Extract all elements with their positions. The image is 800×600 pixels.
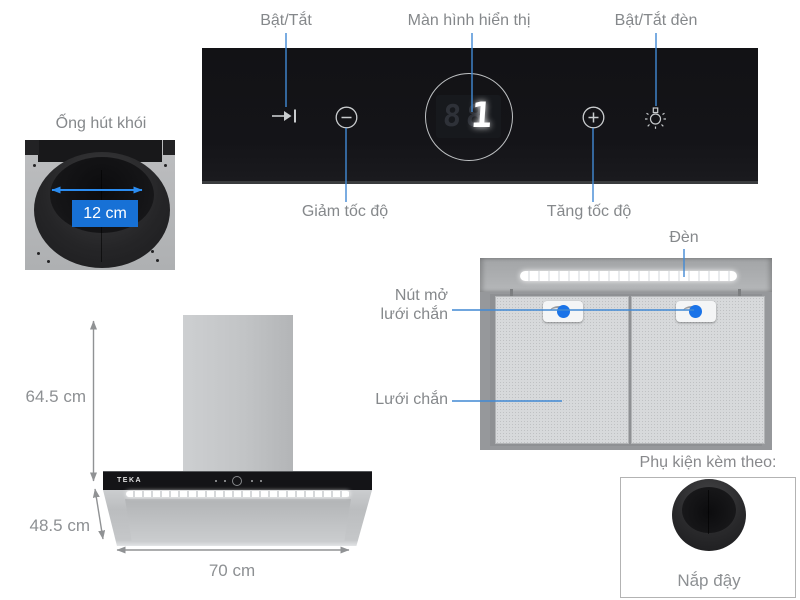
hood-chimney bbox=[183, 315, 293, 491]
filter-underside-photo bbox=[480, 258, 772, 450]
duct-bracket-right bbox=[163, 140, 175, 155]
hood-body bbox=[103, 490, 372, 546]
screw bbox=[156, 259, 159, 262]
plus-icon bbox=[582, 106, 605, 129]
strip-dot bbox=[251, 480, 253, 482]
minus-icon bbox=[335, 106, 358, 129]
label-mesh-filter: Lưới chắn bbox=[375, 391, 448, 408]
screw bbox=[33, 164, 36, 167]
cover-cap-seam bbox=[708, 490, 709, 534]
duct-mounting-bracket bbox=[38, 140, 162, 162]
label-light-toggle: Bật/Tắt đèn bbox=[614, 12, 698, 29]
display-value: 1 bbox=[469, 96, 494, 136]
hood-light-strip bbox=[126, 491, 350, 497]
label-increase-speed: Tăng tốc độ bbox=[546, 203, 632, 220]
accessory-item-label: Nắp đậy bbox=[677, 571, 741, 590]
filter-hook bbox=[738, 289, 741, 296]
label-display-screen: Màn hình hiển thị bbox=[407, 12, 531, 29]
light-bulb-icon bbox=[645, 107, 666, 129]
exhaust-duct-photo: 12 cm bbox=[25, 140, 175, 270]
touch-control-panel: 88 1 bbox=[202, 48, 758, 184]
strip-dot bbox=[260, 480, 262, 482]
callout-dot-left bbox=[557, 305, 570, 318]
strip-dot bbox=[224, 480, 226, 482]
label-light: Đèn bbox=[669, 229, 699, 246]
duct-bracket-left bbox=[25, 140, 39, 155]
label-open-button-line2: lưới chắn bbox=[380, 306, 448, 323]
screw bbox=[47, 260, 50, 263]
hood-bottom-panel bbox=[125, 499, 351, 542]
strip-dot bbox=[215, 480, 217, 482]
cover-cap-opening bbox=[682, 487, 736, 533]
screw bbox=[151, 250, 154, 253]
depth-dimension-arrow bbox=[92, 488, 106, 540]
dim-height: 64.5 cm bbox=[25, 387, 86, 406]
led-light-strip bbox=[520, 271, 737, 281]
accessory-box: Nắp đậy bbox=[620, 477, 796, 598]
label-power-toggle: Bật/Tắt bbox=[260, 12, 312, 29]
label-exhaust-duct: Ống hút khói bbox=[55, 115, 147, 132]
screw bbox=[164, 164, 167, 167]
strip-knob bbox=[232, 476, 242, 486]
display-circle bbox=[425, 73, 513, 161]
duct-diameter-badge: 12 cm bbox=[72, 200, 138, 227]
brand-logo: TEKA bbox=[117, 477, 143, 484]
label-decrease-speed: Giảm tốc độ bbox=[301, 203, 389, 220]
filter-hook bbox=[510, 289, 513, 296]
hood-control-strip: TEKA bbox=[103, 471, 372, 490]
label-open-button-line1: Nút mở bbox=[394, 287, 448, 304]
screw bbox=[37, 252, 40, 255]
power-icon bbox=[272, 109, 296, 123]
callout-dot-right bbox=[689, 305, 702, 318]
dim-width: 70 cm bbox=[208, 561, 256, 580]
accessory-title: Phụ kiện kèm theo: bbox=[639, 454, 777, 471]
led-display: 88 1 bbox=[436, 95, 501, 138]
dim-depth: 48.5 cm bbox=[29, 516, 90, 535]
